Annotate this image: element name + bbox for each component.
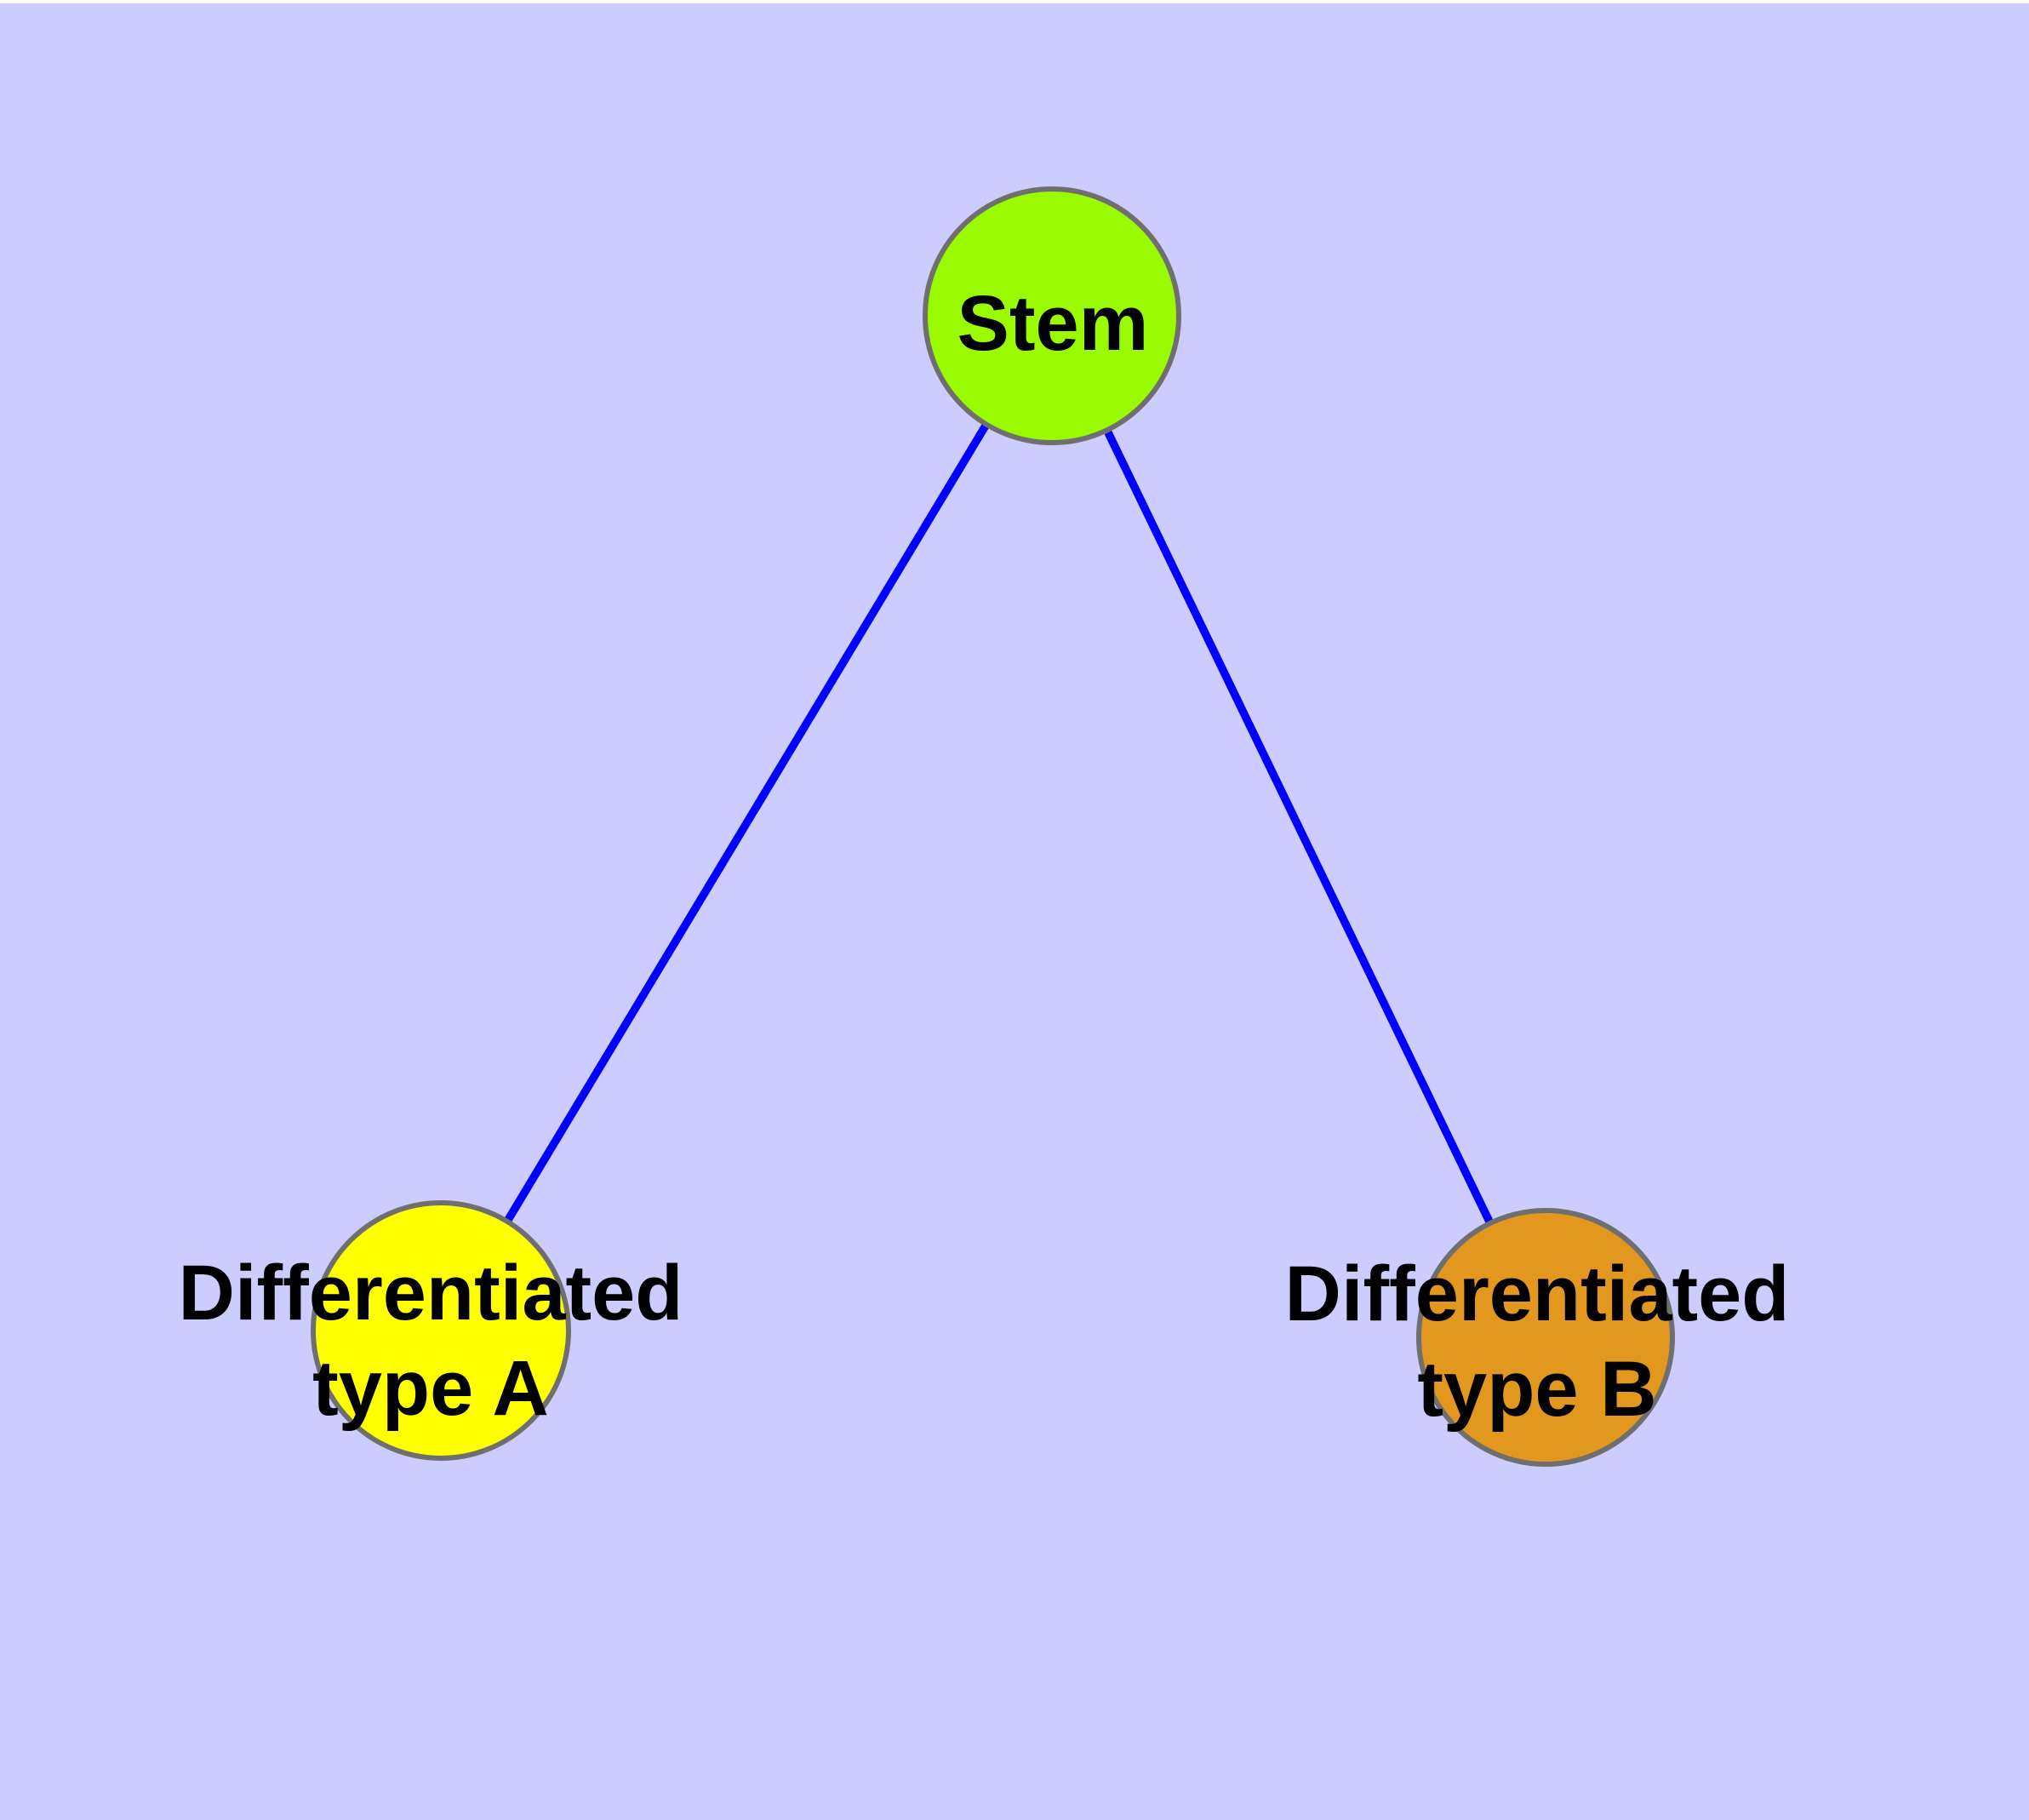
- node-type-a-label-line1: Differentiated: [179, 1250, 683, 1336]
- node-type-b-label-line2: type B: [1417, 1346, 1656, 1433]
- node-differentiated-type-a: [311, 1200, 571, 1461]
- node-differentiated-type-b: [1416, 1208, 1675, 1467]
- edge-stem-to-type-a: [504, 423, 990, 1222]
- node-stem: [923, 186, 1181, 445]
- node-type-b-label-line1: Differentiated: [1285, 1251, 1790, 1337]
- node-type-a-label-line2: type A: [312, 1345, 549, 1432]
- node-stem-label: Stem: [957, 280, 1149, 367]
- edge-stem-to-type-b: [1104, 430, 1494, 1224]
